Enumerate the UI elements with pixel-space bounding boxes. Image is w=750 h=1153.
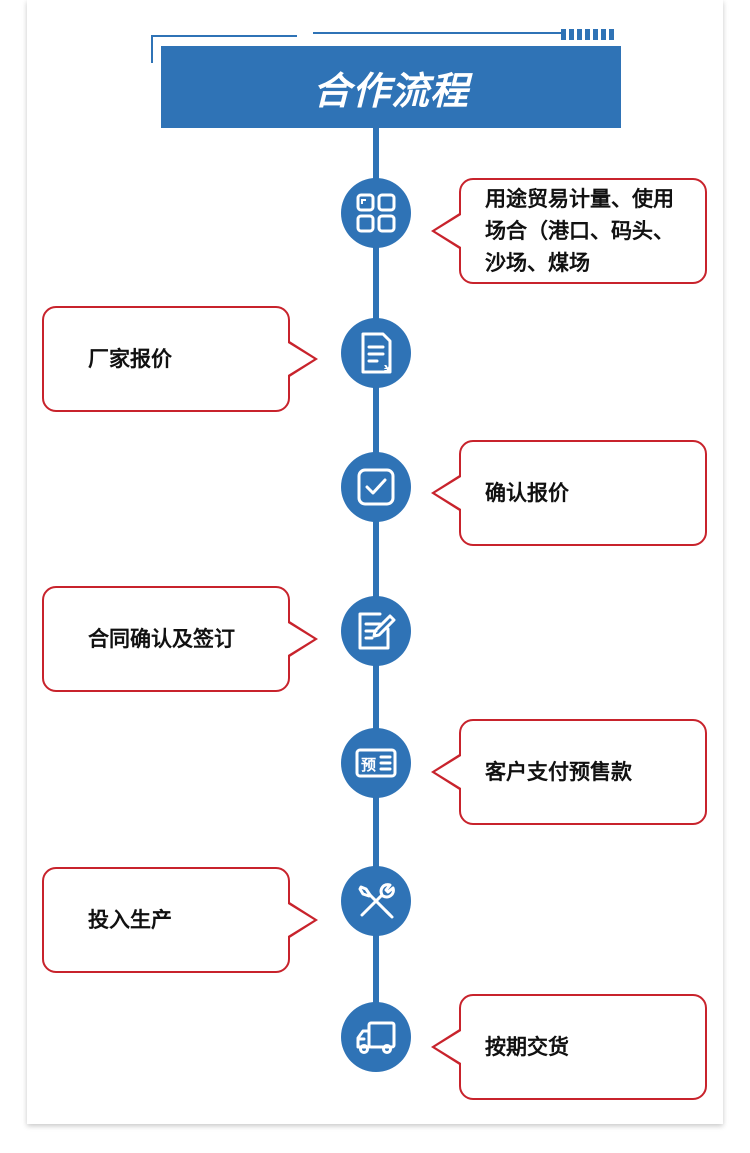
edit-document-icon bbox=[358, 612, 396, 650]
quote-document-icon: ¥ bbox=[361, 332, 392, 376]
step-4-node bbox=[341, 596, 411, 666]
step-1-bubble: 用途贸易计量、使用场合（港口、码头、沙场、煤场 bbox=[431, 178, 707, 284]
bubble-pointer bbox=[431, 753, 461, 791]
step-5-label: 客户支付预售款 bbox=[485, 760, 632, 784]
checkbox-icon bbox=[357, 468, 395, 506]
truck-icon bbox=[356, 1021, 396, 1054]
header-decoration-corner bbox=[151, 35, 153, 63]
step-3-node bbox=[341, 452, 411, 522]
bubble-pointer bbox=[431, 1028, 461, 1066]
step-3-bubble: 确认报价 bbox=[431, 440, 707, 546]
step-6-label: 投入生产 bbox=[88, 908, 172, 932]
page-title: 合作流程 bbox=[312, 68, 469, 113]
grid-icon bbox=[356, 193, 396, 233]
bubble-pointer bbox=[431, 212, 461, 250]
step-4-bubble: 合同确认及签订 bbox=[42, 586, 318, 692]
svg-text:¥: ¥ bbox=[384, 363, 392, 376]
step-1-label: 用途贸易计量、使用场合（港口、码头、沙场、煤场 bbox=[485, 187, 674, 275]
step-6-bubble: 投入生产 bbox=[42, 867, 318, 973]
step-7-node bbox=[341, 1002, 411, 1072]
step-2-node: ¥ bbox=[341, 318, 411, 388]
bubble-pointer bbox=[288, 901, 318, 939]
step-4-label: 合同确认及签订 bbox=[88, 627, 235, 651]
step-1-node bbox=[341, 178, 411, 248]
bubble-pointer bbox=[288, 620, 318, 658]
step-3-label: 确认报价 bbox=[485, 481, 569, 505]
header-decoration-ticks bbox=[561, 29, 614, 40]
bubble-pointer bbox=[431, 474, 461, 512]
process-card: 合作流程 用途贸易计量、使用场合（港口、码头、沙场、煤场 ¥ 厂家报价 bbox=[27, 0, 723, 1124]
step-2-bubble: 厂家报价 bbox=[42, 306, 318, 412]
tools-icon bbox=[358, 883, 395, 919]
header-decoration-line bbox=[151, 35, 297, 37]
header-banner: 合作流程 bbox=[161, 46, 621, 128]
step-2-label: 厂家报价 bbox=[88, 347, 172, 371]
prepay-icon: 预 bbox=[355, 748, 397, 778]
step-7-bubble: 按期交货 bbox=[431, 994, 707, 1100]
step-5-node: 预 bbox=[341, 728, 411, 798]
prepay-icon-label: 预 bbox=[361, 756, 376, 774]
bubble-pointer bbox=[288, 340, 318, 378]
step-6-node bbox=[341, 866, 411, 936]
step-5-bubble: 客户支付预售款 bbox=[431, 719, 707, 825]
step-7-label: 按期交货 bbox=[485, 1035, 569, 1059]
timeline-line bbox=[373, 128, 379, 1063]
header-decoration-line-right bbox=[313, 32, 561, 34]
